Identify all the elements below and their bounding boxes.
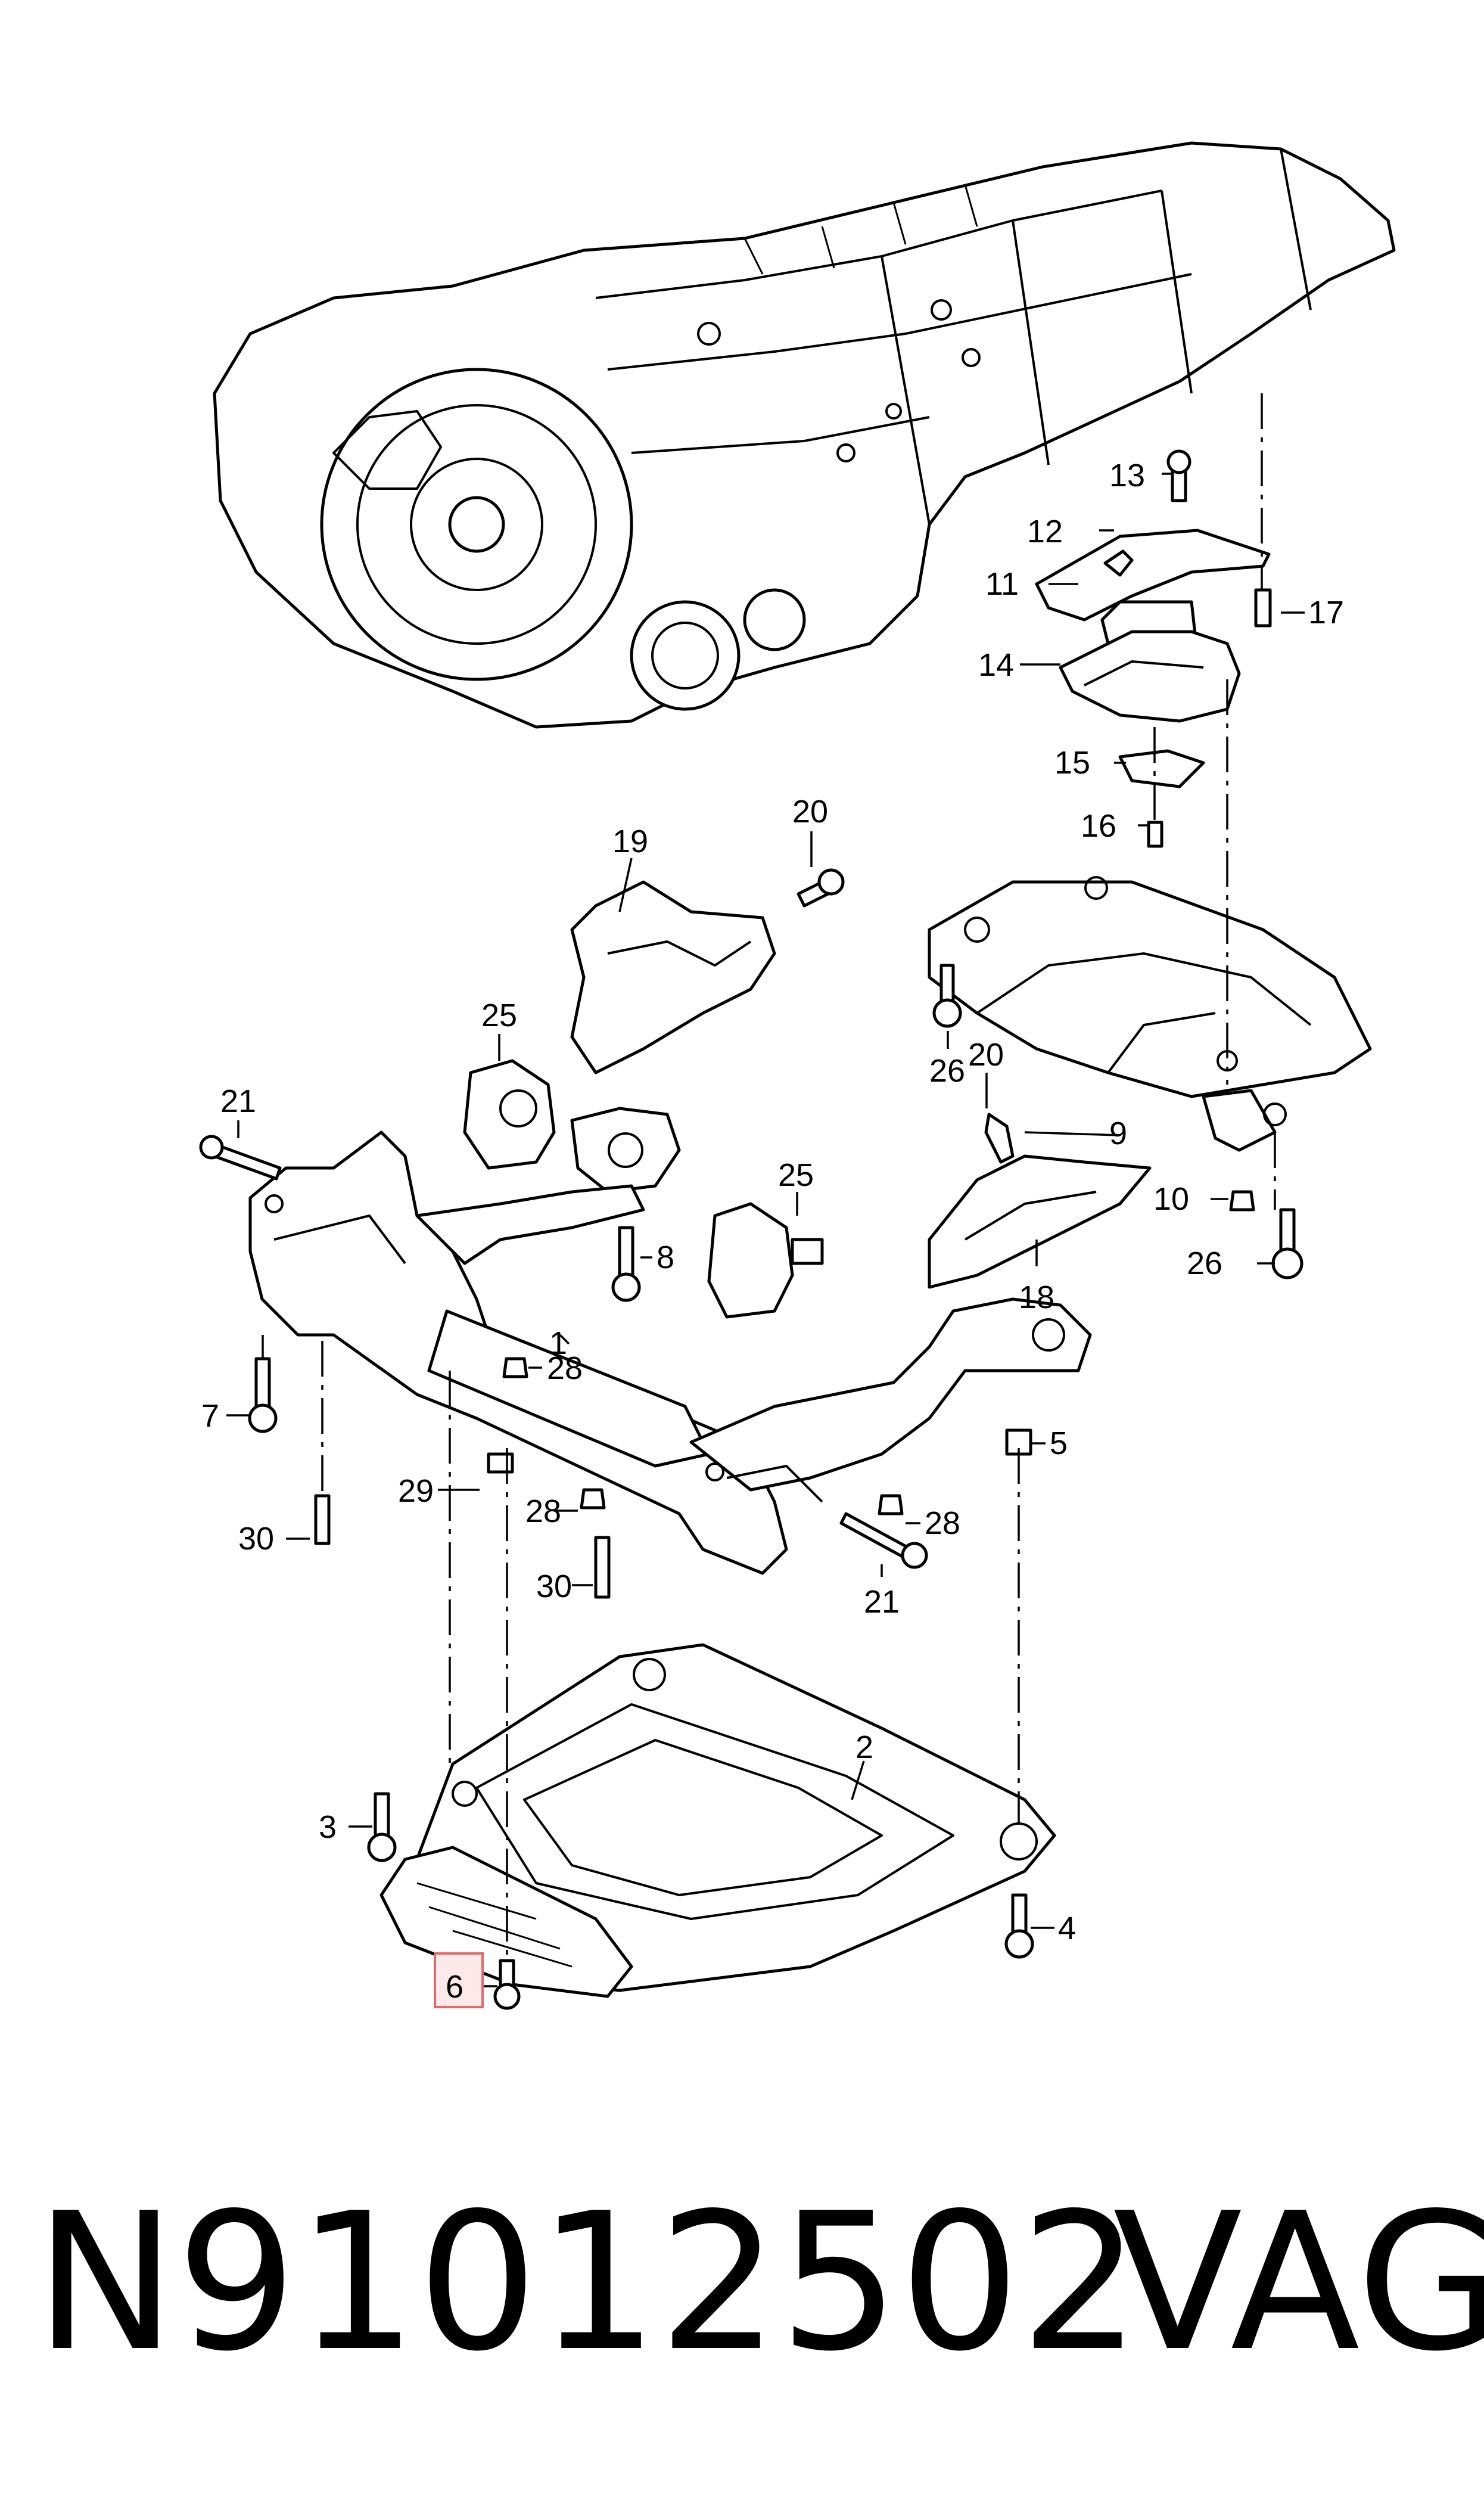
callout-3: 3 bbox=[319, 1809, 337, 1845]
callout-20-top: 20 bbox=[792, 794, 828, 830]
callout-25-left: 25 bbox=[481, 998, 517, 1033]
callout-18: 18 bbox=[1019, 1279, 1054, 1315]
callout-10: 10 bbox=[1153, 1181, 1189, 1217]
heat-shield-19 bbox=[570, 880, 776, 1074]
callout-28-mid: 28 bbox=[525, 1493, 561, 1529]
callout-6-highlight bbox=[434, 1952, 484, 2008]
callout-19: 19 bbox=[612, 824, 648, 859]
callout-13: 13 bbox=[1109, 458, 1145, 493]
crossmember-9 bbox=[928, 876, 1372, 1152]
callout-6: 6 bbox=[446, 1969, 463, 2005]
mount-bracket-left bbox=[570, 1107, 681, 1194]
callout-25-right: 25 bbox=[778, 1157, 814, 1193]
callout-17: 17 bbox=[1308, 595, 1344, 630]
heat-shield-18 bbox=[928, 1154, 1152, 1289]
callout-20-right: 20 bbox=[968, 1037, 1004, 1073]
callout-7: 7 bbox=[201, 1398, 219, 1434]
fasteners bbox=[199, 868, 1303, 2010]
callout-28-right: 28 bbox=[925, 1505, 960, 1541]
engine-mount-left bbox=[463, 1059, 556, 1170]
underbody-guard-2 bbox=[379, 1643, 1056, 1998]
callout-30-left: 30 bbox=[238, 1521, 274, 1557]
callout-11: 11 bbox=[985, 566, 1019, 602]
assembly-lines bbox=[262, 393, 1276, 1961]
callout-30-right: 30 bbox=[536, 1568, 572, 1604]
subframe-1 bbox=[248, 1130, 1092, 1575]
callout-2: 2 bbox=[855, 1729, 873, 1765]
callout-29: 29 bbox=[398, 1473, 434, 1509]
transmission bbox=[213, 141, 1396, 729]
transmission-mount-group bbox=[1035, 449, 1272, 848]
callout-5: 5 bbox=[1050, 1425, 1068, 1461]
callout-26-left: 26 bbox=[929, 1053, 965, 1089]
callout-8: 8 bbox=[657, 1240, 674, 1275]
brand-name: VAG bbox=[1113, 2172, 1484, 2393]
callout-15: 15 bbox=[1054, 745, 1090, 781]
callout-labels: 13 12 11 17 14 15 16 20 19 26 20 9 10 26… bbox=[201, 458, 1344, 2008]
callout-21-right: 21 bbox=[864, 1584, 900, 1620]
part-number: N91012502 bbox=[35, 2172, 1141, 2393]
callout-9: 9 bbox=[1109, 1116, 1127, 1151]
callout-26-right: 26 bbox=[1187, 1245, 1222, 1281]
callout-4: 4 bbox=[1058, 1911, 1076, 1946]
callout-12: 12 bbox=[1027, 514, 1063, 549]
callout-28-left: 28 bbox=[547, 1350, 583, 1386]
callout-1: 1 bbox=[549, 1325, 567, 1361]
callout-14: 14 bbox=[978, 647, 1014, 683]
leader-lines bbox=[226, 473, 1305, 1987]
callout-21-left: 21 bbox=[220, 1083, 256, 1119]
engine-mount-right bbox=[707, 1202, 824, 1319]
callout-16: 16 bbox=[1081, 808, 1116, 844]
